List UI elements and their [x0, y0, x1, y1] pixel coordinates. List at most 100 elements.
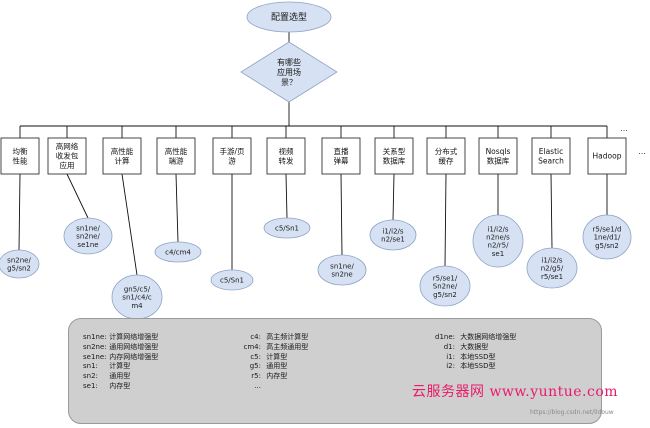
scenario-box-network: 高网络收发包应用	[47, 137, 87, 175]
legend-code: cm4:	[243, 342, 261, 351]
legend-desc: 高主频计算型	[266, 333, 309, 341]
instance-types-video: c5/Sn1	[263, 217, 311, 239]
legend-code: se1:	[83, 381, 98, 390]
legend-desc: 通用型	[109, 372, 131, 381]
edge-box-to-types-video	[285, 173, 288, 219]
legend-desc: 通用网络增强型	[109, 342, 159, 351]
scenario-label-video: 视频转发	[279, 146, 294, 166]
instance-types-label-mobile: c5/Sn1	[220, 277, 244, 285]
legend-code: sn1ne:	[83, 333, 107, 341]
legend-code: i1:	[446, 352, 455, 361]
instance-types-label-network: sn1ne/sn2ne/se1ne	[76, 224, 100, 248]
scenario-nodes: 均衡性能高网络收发包应用高性能计算高性能端游手游/页游视频转发直播弹幕关系型数据…	[0, 137, 627, 175]
instance-types-balance: sn2ne/g5/sn2	[0, 249, 40, 279]
legend-desc: 计算型	[109, 362, 131, 371]
scenario-label-mobile: 手游/页游	[219, 146, 245, 166]
connector-lines	[18, 32, 608, 276]
watermark-text: https://blog.csdn.net/lldouw	[530, 409, 614, 416]
scenario-label-hadoop: Hadoop	[593, 152, 622, 161]
legend-row-b-5: ...	[231, 382, 308, 392]
scenario-label-frontend: 高性能端游	[165, 146, 188, 166]
legend-row-a-5: se1: 内存型	[83, 382, 158, 392]
decision-node-scenarios: 有哪些应用场景？	[240, 41, 338, 103]
branch-ellipsis-top: ...	[620, 124, 628, 133]
edge-box-to-types-balance	[18, 173, 21, 251]
scenario-label-live: 直播弹幕	[334, 146, 349, 166]
instance-types-live: sn1ne/sn2ne	[317, 254, 367, 286]
instance-types-frontend: c4/cm4	[154, 241, 202, 263]
legend-code: ...	[254, 381, 261, 390]
legend-code: c4:	[250, 333, 261, 341]
legend-desc: 大数据型	[460, 342, 489, 351]
legend-row-c-3: i2: 本地SSD型	[425, 362, 516, 372]
instance-types-label-video: c5/Sn1	[275, 225, 299, 233]
legend-row-b-3: g5: 通用型	[231, 362, 308, 372]
scenario-label-compute: 高性能计算	[111, 146, 134, 166]
edge-box-to-types-frontend	[175, 173, 179, 243]
scenario-label-rdb: 关系型数据库	[383, 146, 406, 166]
instance-types-mobile: c5/Sn1	[210, 269, 254, 291]
scenario-box-frontend: 高性能端游	[156, 137, 196, 175]
legend-row-a-4: sn2: 通用型	[83, 372, 158, 382]
legend-code: c5:	[250, 352, 261, 361]
legend-row-b-0: c4: 高主频计算型	[231, 333, 308, 343]
edge-box-to-types-cache	[444, 173, 447, 267]
edge-box-to-types-live	[340, 173, 343, 256]
edge-box-to-types-es	[550, 173, 553, 249]
branch-ellipsis-right: ...	[638, 147, 646, 156]
legend-row-c-2: i1: 本地SSD型	[425, 353, 516, 363]
legend-code: sn2ne:	[83, 342, 107, 351]
legend-desc: 内存网络增强型	[109, 352, 159, 361]
instance-type-nodes: sn2ne/g5/sn2 sn1ne/sn2ne/se1ne gn5/c5/sn1/…	[0, 214, 632, 320]
legend-row-a-2: se1ne: 内存网络增强型	[83, 353, 158, 363]
legend-code: d1:	[443, 342, 455, 351]
legend-row-a-1: sn2ne: 通用网络增强型	[83, 343, 158, 353]
instance-types-label-balance: sn2ne/g5/sn2	[7, 257, 31, 273]
scenario-box-rdb: 关系型数据库	[374, 137, 414, 175]
instance-types-label-frontend: c4/cm4	[165, 249, 191, 257]
edge-box-to-types-rdb	[392, 173, 395, 221]
legend-code: g5:	[249, 362, 261, 371]
scenario-box-cache: 分布式缓存	[426, 137, 466, 175]
legend-row-c-0: d1ne: 大数据网络增强型	[425, 333, 516, 343]
instance-types-label-cache: r5/se1/Sn2ne/g5/sn2	[433, 274, 458, 298]
legend-row-c-1: d1: 大数据型	[425, 343, 516, 353]
scenario-box-compute: 高性能计算	[102, 137, 142, 175]
legend-code: se1ne:	[83, 352, 107, 361]
legend-code: sn2:	[83, 372, 98, 381]
legend-row-b-4: r5: 内存型	[231, 372, 308, 382]
legend-row-a-0: sn1ne: 计算网络增强型	[83, 333, 158, 343]
instance-types-network: sn1ne/sn2ne/se1ne	[63, 217, 113, 255]
scenario-box-live: 直播弹幕	[321, 137, 361, 175]
scenario-label-network: 高网络收发包应用	[56, 141, 79, 170]
legend-desc: 内存型	[266, 372, 288, 381]
legend-desc: 本地SSD型	[460, 352, 496, 361]
legend-desc: 计算网络增强型	[109, 333, 159, 341]
edge-box-to-types-network	[66, 173, 89, 219]
legend-code: sn1:	[83, 362, 98, 371]
legend-row-b-1: cm4: 高主频通用型	[231, 342, 309, 353]
legend-desc: 通用型	[266, 362, 288, 371]
legend-code: i2:	[446, 362, 455, 371]
legend-row-b-2: c5: 计算型	[231, 353, 308, 363]
root-label: 配置选型	[271, 11, 307, 23]
scenario-box-hadoop: Hadoop	[587, 137, 627, 175]
edge-box-to-types-compute	[121, 173, 138, 276]
scenario-box-video: 视频转发	[266, 137, 306, 175]
